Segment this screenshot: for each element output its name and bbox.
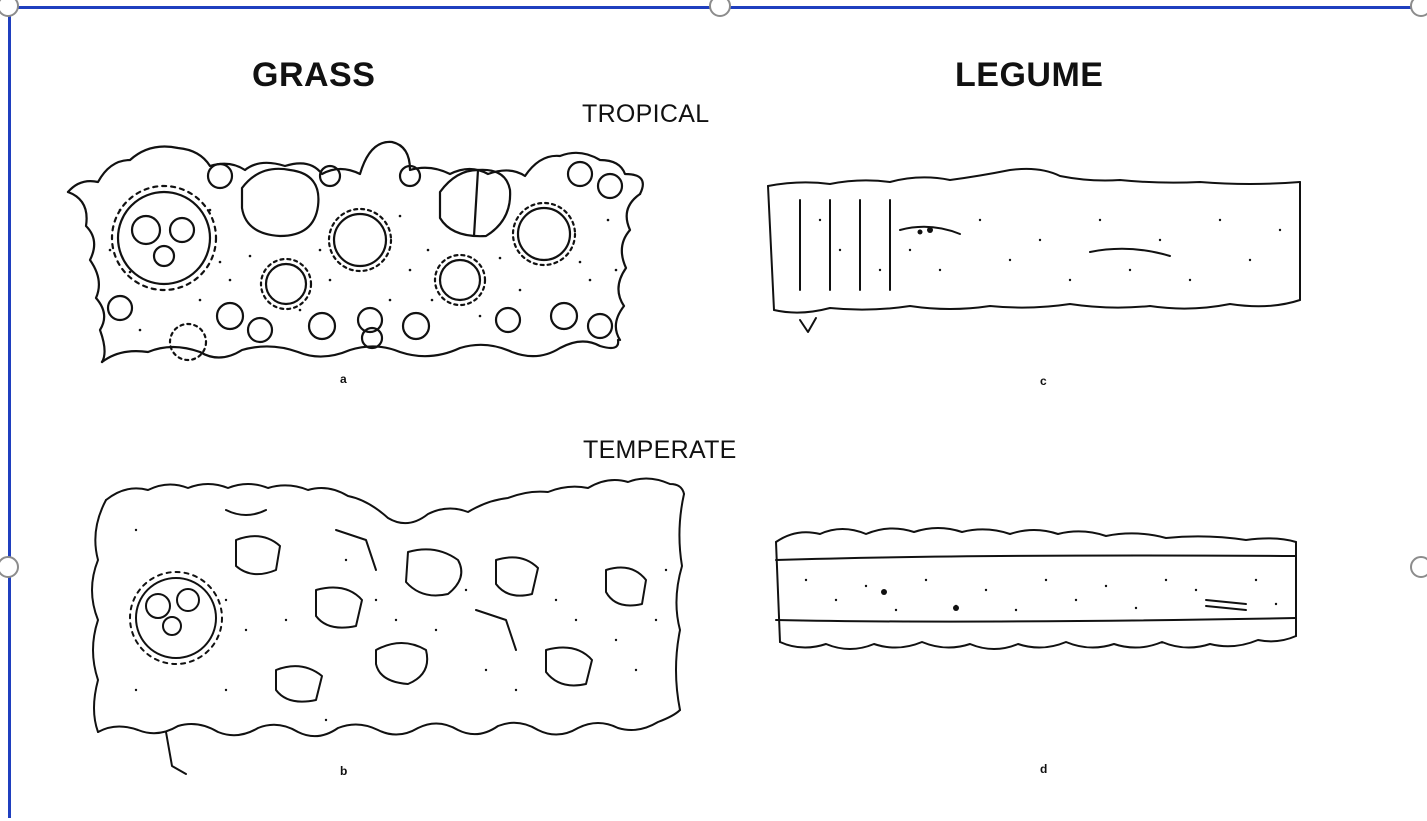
temperate-legume-section-drawing: [766, 520, 1326, 670]
temperate-grass-section-drawing: [76, 470, 696, 770]
temperate-label: TEMPERATE: [583, 436, 737, 465]
upper-epidermis-outline: [768, 169, 1300, 186]
tropical-legume-section-drawing: [760, 160, 1320, 340]
lower-epidermis-outline: [98, 710, 680, 736]
upper-epidermis-outline: [776, 528, 1296, 542]
resize-handle-middle-right[interactable]: [1410, 556, 1427, 578]
lower-epidermis-outline: [774, 300, 1300, 313]
legume-heading: LEGUME: [955, 56, 1103, 95]
grass-heading: GRASS: [252, 56, 375, 95]
vascular-bundle-large: [118, 192, 210, 284]
upper-epidermis-outline: [106, 478, 684, 523]
tropical-grass-section-drawing: [60, 130, 660, 380]
tropical-label: TROPICAL: [582, 100, 709, 129]
panel-letter-c: c: [1040, 374, 1047, 388]
lower-epidermis-outline: [780, 636, 1296, 649]
bulliform-cell-left: [242, 169, 318, 236]
panel-letter-d: d: [1040, 762, 1048, 776]
